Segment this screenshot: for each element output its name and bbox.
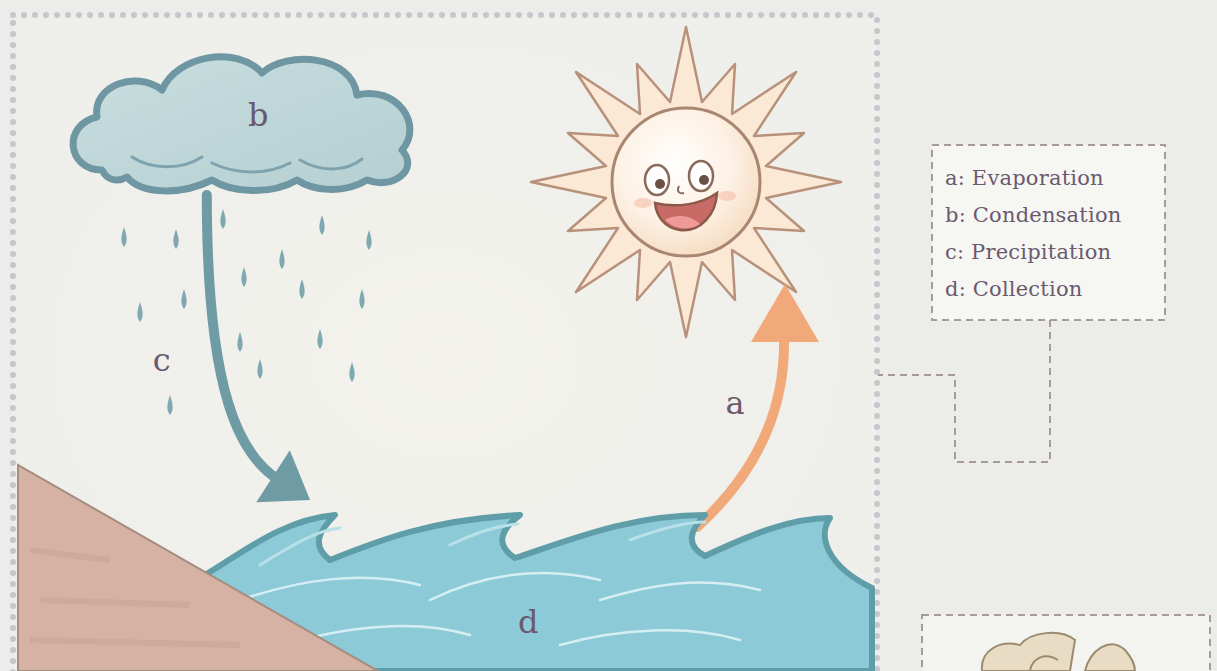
stage-letter: c: [153, 342, 171, 378]
sun-eye: [689, 161, 713, 191]
sun-mouth: [655, 193, 717, 230]
sun-nose: [678, 186, 684, 193]
cloud-outline: [73, 57, 410, 191]
wave-highlight: [240, 573, 760, 645]
stage-letter: b: [248, 97, 268, 133]
stage-letter: a: [726, 385, 745, 421]
evaporation-arrow: [697, 284, 819, 527]
cloud-scallop: [132, 157, 362, 172]
rain-drops: [121, 209, 371, 415]
sun-rays: [531, 27, 841, 337]
legend-entry: c: Precipitation: [945, 239, 1111, 265]
sun-tongue: [665, 216, 700, 229]
water-waves: [200, 515, 872, 671]
sun-eye: [645, 165, 669, 195]
arrow-head: [256, 450, 310, 502]
cloud-node: b: [62, 45, 424, 195]
sun-pupil: [699, 175, 709, 185]
sun-pupil: [655, 179, 665, 189]
legend-entry: b: Condensation: [945, 202, 1121, 228]
legend-entry: d: Collection: [945, 276, 1082, 302]
wave-crest: [260, 522, 705, 565]
dotted-frame: [13, 15, 877, 671]
arrow-shaft: [697, 335, 784, 527]
legend-box: [932, 145, 1165, 320]
partial-box: [922, 615, 1210, 671]
stage-letter: d: [518, 604, 538, 640]
arrow-shaft: [207, 195, 278, 479]
arrow-head: [751, 284, 819, 342]
partial-illustration: [982, 633, 1135, 671]
dashed-leader: [878, 320, 1050, 462]
wood-grain: [30, 550, 240, 645]
sun-face: [612, 108, 760, 256]
cloud-shape: [62, 45, 424, 195]
sun-cheek: [718, 191, 736, 201]
precipitation-arrow: [207, 195, 310, 502]
sun-cheek: [634, 198, 652, 208]
legend-entry: a: Evaporation: [945, 165, 1104, 191]
sun: [531, 27, 841, 337]
